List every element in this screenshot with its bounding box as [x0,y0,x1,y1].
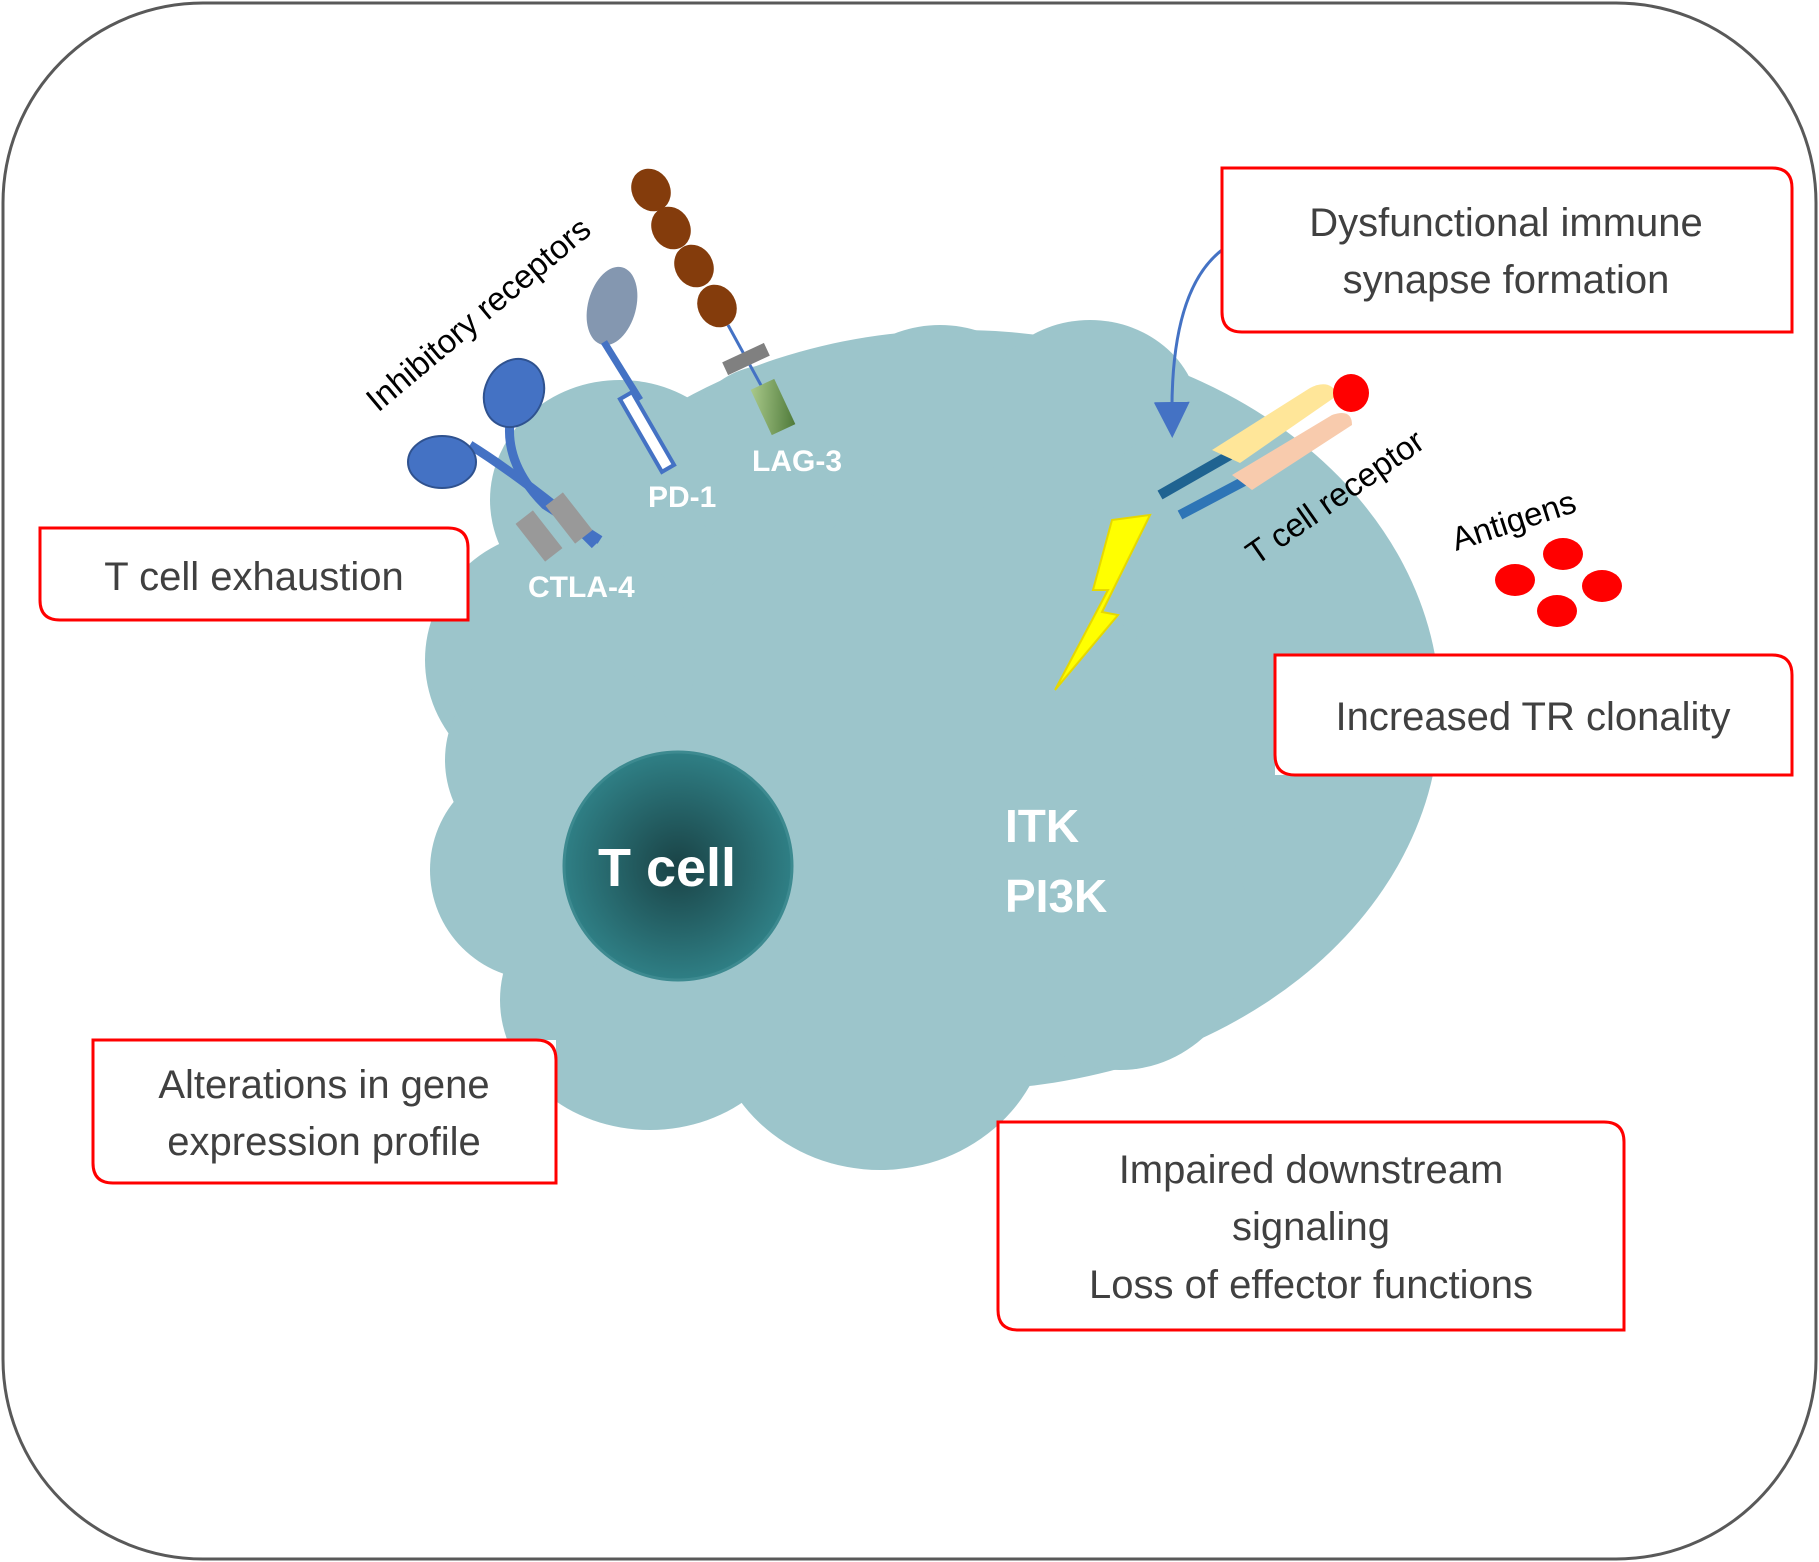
itk-label: ITK [1005,800,1079,852]
lightning-bolt-icon [1054,513,1152,691]
signaling-text-line2: signaling [1232,1205,1390,1249]
box-exhaustion: T cell exhaustion [38,526,470,622]
pd1-label: PD-1 [648,481,716,514]
lag3-receptor [631,168,796,436]
ctla4-receptor [407,357,603,562]
synapse-arrow [1153,248,1223,438]
gene-expression-text-line2: expression profile [167,1120,481,1164]
antigen [1495,564,1535,596]
t-cell-receptor [1157,374,1369,520]
antigens [1495,538,1622,627]
gene-expression-text-line1: Alterations in gene [158,1063,489,1107]
box-signaling: Impaired downstream signaling Loss of ef… [996,1120,1626,1332]
antigen [1582,570,1622,602]
synapse-text-line2: synapse formation [1343,258,1670,302]
clonality-text: Increased TR clonality [1336,695,1731,739]
box-gene-expression: Alterations in gene expression profile [91,1038,558,1185]
signaling-text-line1: Impaired downstream [1119,1148,1504,1192]
antigen [1537,595,1577,627]
lag3-label: LAG-3 [752,445,842,478]
box-synapse: Dysfunctional immune synapse formation [1220,166,1794,334]
nucleus [562,750,794,982]
t-cell-label: T cell [598,838,736,898]
synapse-text-line1: Dysfunctional immune [1309,201,1703,245]
antigen [1543,538,1583,570]
box-clonality: Increased TR clonality [1273,653,1794,777]
pd1-receptor [586,266,677,475]
ctla4-label: CTLA-4 [528,571,635,604]
signaling-text-line3: Loss of effector functions [1089,1263,1533,1307]
exhaustion-text: T cell exhaustion [104,555,403,599]
pi3k-label: PI3K [1005,870,1107,922]
